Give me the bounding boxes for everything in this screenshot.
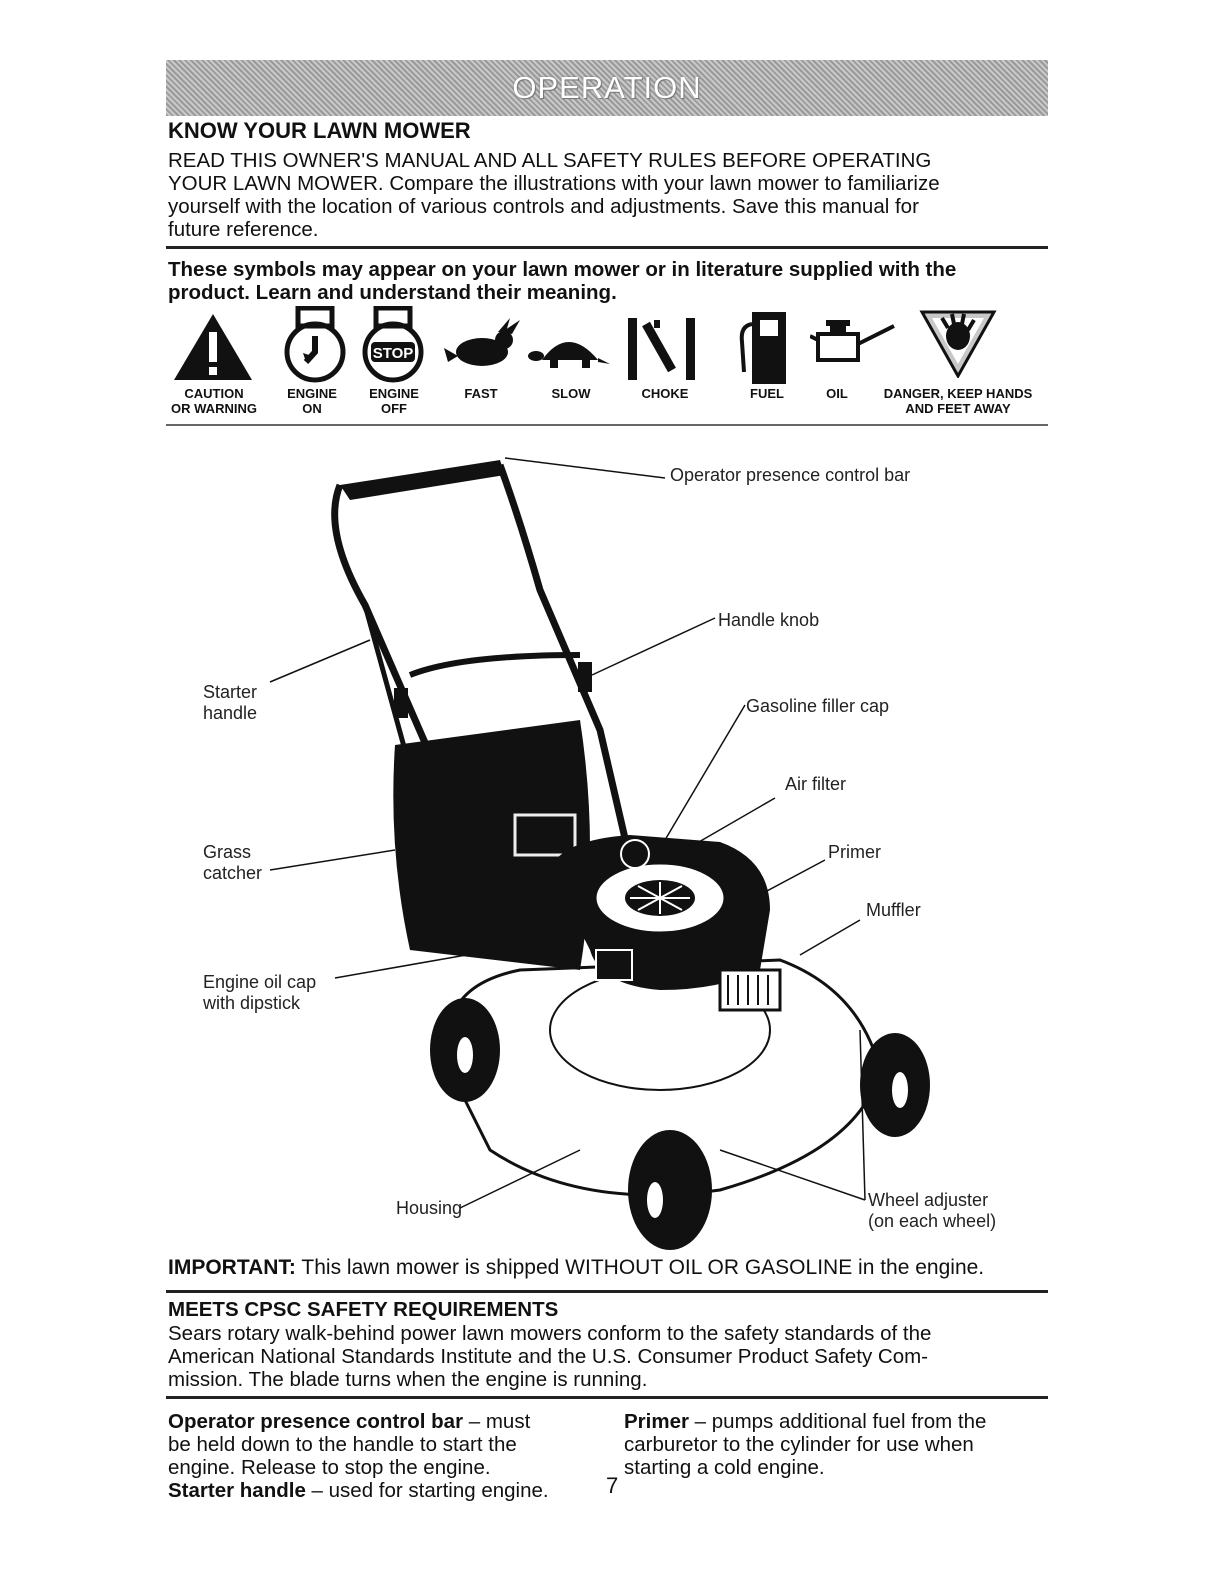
- symbol-label-choke: CHOKE: [630, 386, 700, 401]
- symbol-label-fast: FAST: [446, 386, 516, 401]
- symbol-label-line: OIL: [826, 386, 848, 401]
- definition-text: – must: [463, 1410, 531, 1433]
- symbol-label-line: ON: [302, 401, 322, 416]
- cpsc-line: Sears rotary walk-behind power lawn mowe…: [168, 1322, 932, 1345]
- cpsc-paragraph: Sears rotary walk-behind power lawn mowe…: [168, 1322, 1048, 1391]
- symbol-label-line: FAST: [464, 386, 498, 401]
- section-banner: OPERATION: [166, 60, 1048, 116]
- callout-line: Starter: [203, 682, 258, 702]
- symbol-label-line: SLOW: [551, 386, 591, 401]
- warning-triangle-icon: [174, 314, 252, 380]
- callout-filler-cap: Gasoline filler cap: [746, 696, 890, 716]
- symbol-label-slow: SLOW: [536, 386, 606, 401]
- callout-line: Wheel adjuster: [868, 1190, 989, 1210]
- important-text: This lawn mower is shipped WITHOUT OIL O…: [295, 1256, 985, 1279]
- definition-term: Starter handle: [168, 1479, 306, 1502]
- symbols-intro: These symbols may appear on your lawn mo…: [168, 258, 1048, 304]
- callout-air-filter: Air filter: [785, 774, 847, 794]
- definition-text: – pumps additional fuel from the: [688, 1410, 987, 1433]
- engine-on-icon: [284, 306, 346, 383]
- callout-line: Grass: [203, 842, 252, 862]
- callout-line: Engine oil cap: [203, 972, 317, 992]
- turtle-icon: [528, 342, 610, 368]
- intro-line: future reference.: [168, 218, 319, 241]
- definition-text: be held down to the handle to start the: [168, 1433, 517, 1456]
- symbol-label-line: CHOKE: [641, 386, 689, 401]
- definition-control-bar: Operator presence control bar – must be …: [168, 1410, 608, 1502]
- choke-icon: [628, 318, 695, 380]
- callout-line: (on each wheel): [868, 1211, 997, 1231]
- section-heading: KNOW YOUR LAWN MOWER: [168, 118, 471, 143]
- stop-label: STOP: [373, 345, 414, 362]
- cpsc-heading: MEETS CPSC SAFETY REQUIREMENTS: [168, 1298, 559, 1321]
- callout-line: catcher: [203, 863, 263, 883]
- intro-paragraph: READ THIS OWNER'S MANUAL AND ALL SAFETY …: [168, 149, 1048, 241]
- important-note: IMPORTANT: This lawn mower is shipped WI…: [168, 1256, 1048, 1279]
- oil-can-icon: [810, 320, 895, 362]
- divider: [166, 424, 1048, 426]
- symbol-label-line: DANGER, KEEP HANDS: [883, 386, 1033, 401]
- symbol-label-fuel: FUEL: [732, 386, 802, 401]
- fuel-pump-icon: [739, 312, 786, 384]
- divider: [166, 1290, 1048, 1293]
- symbols-intro-line: These symbols may appear on your lawn mo…: [168, 258, 957, 281]
- callout-control-bar: Operator presence control bar: [670, 465, 911, 485]
- callout-primer: Primer: [828, 842, 881, 862]
- callout-line: with dipstick: [203, 993, 301, 1013]
- cpsc-line: American National Standards Institute an…: [168, 1345, 929, 1368]
- callout-wheel-adjuster: Wheel adjuster(on each wheel): [868, 1190, 996, 1232]
- divider: [166, 1396, 1048, 1399]
- callout-muffler: Muffler: [866, 900, 921, 920]
- page-number: 7: [606, 1473, 619, 1498]
- definition-text: starting a cold engine.: [624, 1456, 825, 1479]
- definition-term: Primer: [624, 1410, 689, 1433]
- callout-handle-knob: Handle knob: [718, 610, 820, 630]
- callout-line: handle: [203, 703, 258, 723]
- danger-hand-icon: [919, 310, 997, 378]
- intro-line: READ THIS OWNER'S MANUAL AND ALL SAFETY …: [168, 149, 932, 172]
- divider: [166, 246, 1048, 249]
- definition-term: Operator presence control bar: [168, 1410, 464, 1433]
- rabbit-icon: [444, 318, 520, 366]
- symbols-intro-line: product. Learn and understand their mean…: [168, 281, 617, 304]
- important-label: IMPORTANT:: [168, 1256, 296, 1279]
- symbol-label-line: ENGINE: [369, 386, 419, 401]
- banner-title: OPERATION: [512, 70, 702, 105]
- intro-line: YOUR LAWN MOWER. Compare the illustratio…: [168, 172, 940, 195]
- cpsc-line: mission. The blade turns when the engine…: [168, 1368, 648, 1391]
- definition-text: – used for starting engine.: [305, 1479, 549, 1502]
- symbol-label-line: AND FEET AWAY: [905, 401, 1011, 416]
- symbol-label-oil: OIL: [812, 386, 862, 401]
- symbol-label-line: OFF: [381, 401, 407, 416]
- symbol-label-line: OR WARNING: [171, 401, 257, 416]
- symbol-label-line: FUEL: [750, 386, 784, 401]
- engine-off-icon: STOP: [362, 306, 424, 383]
- definition-text: carburetor to the cylinder for use when: [624, 1433, 974, 1456]
- definition-text: engine. Release to stop the engine.: [168, 1456, 491, 1479]
- callout-housing: Housing: [396, 1198, 463, 1218]
- symbol-label-line: ENGINE: [287, 386, 337, 401]
- symbol-label-line: CAUTION: [184, 386, 244, 401]
- intro-line: yourself with the location of various co…: [168, 195, 919, 218]
- definition-primer: Primer – pumps additional fuel from the …: [624, 1410, 1044, 1479]
- lawn-mower-illustration: [269, 457, 930, 1250]
